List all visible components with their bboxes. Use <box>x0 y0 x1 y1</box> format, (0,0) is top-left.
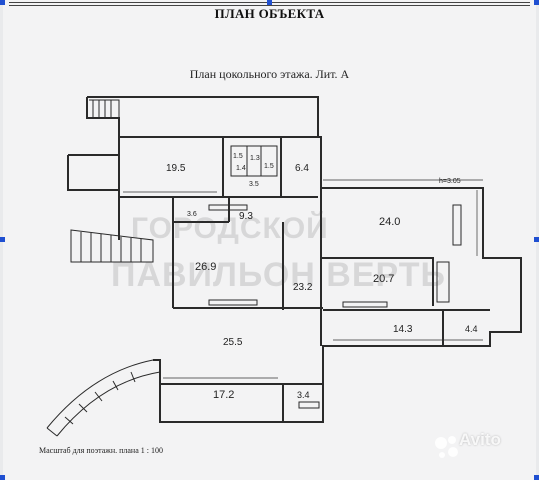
room-area-label: 20.7 <box>373 273 394 285</box>
room-area-label: 3.5 <box>249 181 259 188</box>
room-area-label: 4.4 <box>465 324 478 334</box>
selection-handle[interactable] <box>0 237 5 242</box>
scale-note: Масштаб для поэтажн. плана 1 : 100 <box>39 446 163 455</box>
watermark-line-2: ПАВИЛЬОН ВЕРТЬ <box>111 256 446 294</box>
room-area-label: 25.5 <box>223 337 243 348</box>
room-area-label: 1.5 <box>233 153 243 160</box>
page-title: ПЛАН ОБЪЕКТА <box>214 6 325 21</box>
selection-handle[interactable] <box>534 237 539 242</box>
room-area-label: 14.3 <box>393 324 413 335</box>
document-page: ПЛАН ОБЪЕКТА План цокольного этажа. Лит.… <box>3 0 536 480</box>
room-area-label: 1.5 <box>264 163 274 170</box>
selection-handle[interactable] <box>267 0 272 5</box>
avito-watermark: Avito <box>459 430 501 449</box>
floor-plan-drawing: 19.5 6.4 9.3 24.0 26.9 23.2 20.7 25.5 14… <box>46 96 522 437</box>
room-area-label: 17.2 <box>213 389 234 401</box>
room-area-label: 3.6 <box>187 211 197 218</box>
selection-handle[interactable] <box>0 0 5 5</box>
room-area-label: 24.0 <box>379 216 400 228</box>
top-border-line-2 <box>9 5 530 6</box>
room-area-label: 1.3 <box>250 155 260 162</box>
selection-handle[interactable] <box>0 475 5 480</box>
avito-logo-icon <box>435 436 458 458</box>
room-area-label: 3.4 <box>297 390 310 400</box>
room-area-label: 1.4 <box>236 165 246 172</box>
level-mark: h=3.05 <box>439 178 461 185</box>
room-area-label: 23.2 <box>293 282 313 293</box>
room-area-label: 9.3 <box>239 211 253 222</box>
watermark-line-1: ГОРОДСКОЙ <box>131 212 329 245</box>
selection-handle[interactable] <box>534 475 539 480</box>
room-area-label: 19.5 <box>166 163 186 174</box>
selection-handle[interactable] <box>534 0 539 5</box>
room-area-label: 26.9 <box>195 261 216 273</box>
room-area-label: 6.4 <box>295 163 309 174</box>
plan-subtitle: План цокольного этажа. Лит. А <box>189 67 350 81</box>
